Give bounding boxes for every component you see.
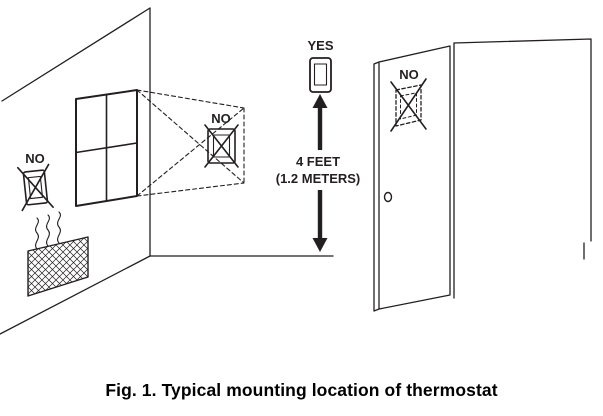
mounting-diagram: YES 4 FEET (1.2 METERS) NO NO NO <box>0 7 592 335</box>
thermostat-no-exterior-wall <box>16 163 54 212</box>
label-no-sunlight: NO <box>211 111 231 126</box>
thermostat-no-door <box>390 78 427 132</box>
door-edge-thickness <box>373 61 380 312</box>
height-arrow <box>312 94 328 252</box>
arrowhead-up <box>312 94 328 108</box>
label-no-door: NO <box>399 67 419 82</box>
window <box>75 89 138 207</box>
door-knob <box>383 191 393 203</box>
door-leaf <box>378 45 451 310</box>
thermostat-no-sunlight <box>204 124 239 168</box>
label-no-exterior-wall: NO <box>25 151 45 166</box>
cross-out-mark <box>204 124 239 168</box>
thermostat-yes <box>309 57 332 93</box>
label-height-feet: 4 FEET <box>296 154 340 169</box>
wall-top-edge <box>1 7 151 102</box>
heat-wave-lines <box>35 211 61 250</box>
wall-bottom-edge <box>0 255 151 335</box>
figure-caption: Fig. 1. Typical mounting location of the… <box>105 380 498 400</box>
label-height-meters: (1.2 METERS) <box>276 171 361 186</box>
window-mullions <box>75 93 138 202</box>
label-yes: YES <box>307 38 333 53</box>
radiator <box>27 211 89 297</box>
cross-out-mark <box>390 78 427 132</box>
sunlight-projection <box>136 89 245 197</box>
door <box>373 38 592 312</box>
room-walls <box>0 7 334 335</box>
cross-out-mark <box>16 163 54 212</box>
arrowhead-down <box>312 238 328 252</box>
right-wall <box>453 38 592 260</box>
